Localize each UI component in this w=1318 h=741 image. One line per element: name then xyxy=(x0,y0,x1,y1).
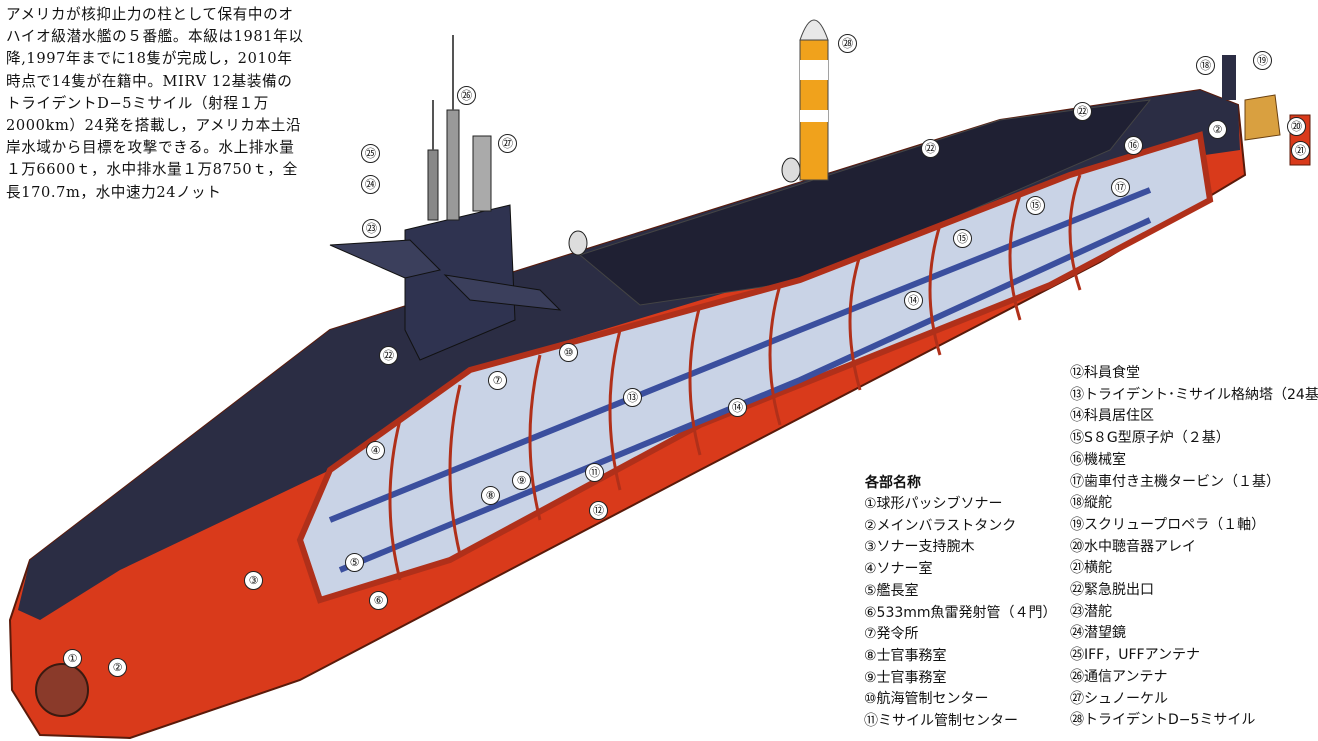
callout-13: ⑬ xyxy=(623,388,642,407)
callout-22: ㉒ xyxy=(921,139,940,158)
callout-7: ⑦ xyxy=(488,371,507,390)
callout-9: ⑨ xyxy=(512,471,531,490)
callout-1: ① xyxy=(63,649,82,668)
intro-text: アメリカが核抑止力の柱として保有中のオハイオ級潜水艦の５番艦。本級は1981年以… xyxy=(6,6,304,201)
legend-item: ㉒緊急脱出口 xyxy=(1070,582,1154,599)
rudder xyxy=(1222,55,1236,100)
callout-22: ㉒ xyxy=(1073,102,1092,121)
trident-missile xyxy=(799,19,829,181)
callout-8: ⑧ xyxy=(481,486,500,505)
legend-item: ㉗シュノーケル xyxy=(1070,690,1168,707)
legend-item: ⑭科員居住区 xyxy=(1070,408,1154,425)
legend-item: ⑧士官事務室 xyxy=(864,647,947,664)
callout-12: ⑫ xyxy=(589,501,608,520)
legend-item: ⑪ミサイル管制センター xyxy=(864,713,1018,730)
callout-16: ⑯ xyxy=(1124,136,1143,155)
legend-item: ⑯機械室 xyxy=(1070,451,1126,468)
callout-17: ⑰ xyxy=(1111,178,1130,197)
legend-item: ⑱縦舵 xyxy=(1070,495,1112,512)
callout-3: ③ xyxy=(244,571,263,590)
callout-15: ⑮ xyxy=(953,229,972,248)
legend-item: ⑥533mm魚雷発射管（４門） xyxy=(864,604,1057,621)
fairwater-plane-right xyxy=(443,274,562,311)
hull-frames xyxy=(388,174,1082,581)
legend-title: 各部名称 xyxy=(865,475,921,491)
legend-item: ②メインバラストタンク xyxy=(864,517,1017,534)
callout-5: ⑤ xyxy=(345,553,364,572)
legend-item: ⑩航海管制センター xyxy=(864,691,989,708)
propeller xyxy=(1244,94,1281,141)
callout-28: ㉘ xyxy=(838,34,857,53)
callout-15: ⑮ xyxy=(1026,196,1045,215)
spherical-sonar xyxy=(35,663,89,717)
legend-column-2: ⑫科員食堂 ⑬トライデント･ミサイル格納塔（24基） ⑭科員居住区 ⑮S８G型原… xyxy=(1070,363,1318,732)
callout-14: ⑭ xyxy=(728,398,747,417)
callout-4: ④ xyxy=(366,441,385,460)
callout-22: ㉒ xyxy=(379,346,398,365)
legend-item: ③ソナー支持腕木 xyxy=(864,539,975,556)
callout-6: ⑥ xyxy=(369,591,388,610)
fairwater-plane xyxy=(329,239,441,279)
legend-item: ⑨士官事務室 xyxy=(864,669,947,686)
hatch xyxy=(781,157,801,183)
legend-item: ①球形パッシブソナー xyxy=(864,496,1003,512)
callout-10: ⑩ xyxy=(559,343,578,362)
legend-item: ㉖通信アンテナ xyxy=(1070,668,1168,685)
callout-2: ② xyxy=(108,658,127,677)
legend-column-1: ①球形パッシブソナー ②メインバラストタンク ③ソナー支持腕木 ④ソナー室 ⑤艦… xyxy=(864,494,1057,733)
periscope-mast xyxy=(427,149,439,221)
legend-item: ④ソナー室 xyxy=(864,561,933,578)
legend-item: ⑰歯車付き主機タービン（１基） xyxy=(1070,473,1280,490)
legend-item: ⑦発令所 xyxy=(864,626,919,643)
legend-item: ⑫科員食堂 xyxy=(1070,365,1140,381)
callout-26: ㉖ xyxy=(457,86,476,105)
callout-20: ⑳ xyxy=(1287,117,1306,136)
legend-item: ⑮S８G型原子炉（２基） xyxy=(1070,430,1230,447)
callout-23: ㉓ xyxy=(362,219,381,238)
callout-25: ㉕ xyxy=(361,144,380,163)
legend-item: ㉔潜望鏡 xyxy=(1070,625,1126,642)
legend-item: ㉘トライデントD−5ミサイル xyxy=(1070,712,1256,729)
interior-deck-2 xyxy=(338,217,1152,573)
comm-antenna-mast xyxy=(446,109,460,221)
interior-deck-1 xyxy=(328,187,1152,523)
legend-item: ⑤艦長室 xyxy=(864,582,919,599)
callout-27: ㉗ xyxy=(498,134,517,153)
legend-item: ⑲スクリュープロペラ（１軸） xyxy=(1070,516,1266,533)
legend-item: ㉑横舵 xyxy=(1070,560,1112,577)
callout-19: ⑲ xyxy=(1253,51,1272,70)
snorkel-mast xyxy=(472,135,492,212)
legend-item: ⑳水中聴音器アレイ xyxy=(1070,538,1196,555)
callout-11: ⑪ xyxy=(585,463,604,482)
callout-21: ㉑ xyxy=(1291,141,1310,160)
legend-item: ⑬トライデント･ミサイル格納塔（24基） xyxy=(1070,386,1318,403)
legend-item: ㉕IFF，UFFアンテナ xyxy=(1070,647,1201,664)
legend-item: ㉓潜舵 xyxy=(1070,603,1112,620)
callout-14: ⑭ xyxy=(904,291,923,310)
callout-2: ② xyxy=(1208,120,1227,139)
callout-24: ㉔ xyxy=(361,175,380,194)
missile-deck xyxy=(578,99,1152,306)
callout-18: ⑱ xyxy=(1196,56,1215,75)
hatch xyxy=(568,230,588,256)
